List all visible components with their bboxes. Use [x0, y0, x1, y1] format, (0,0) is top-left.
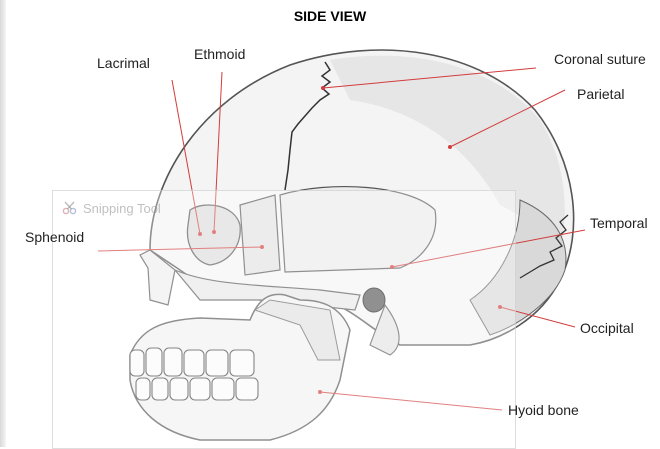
scissors-icon [62, 200, 78, 216]
label-lacrimal: Lacrimal [97, 55, 150, 71]
label-occipital: Occipital [580, 320, 634, 336]
label-parietal: Parietal [577, 86, 624, 102]
label-hyoid-bone: Hyoid bone [508, 402, 579, 418]
label-ethmoid: Ethmoid [194, 46, 245, 62]
label-sphenoid: Sphenoid [25, 229, 84, 245]
snipping-overlay [52, 190, 516, 449]
label-temporal: Temporal [590, 215, 648, 231]
snipping-tool-watermark: Snipping Tool [62, 200, 161, 216]
snipping-tool-text: Snipping Tool [83, 201, 161, 216]
label-coronal-suture: Coronal suture [554, 51, 646, 67]
page-title: SIDE VIEW [0, 8, 660, 24]
